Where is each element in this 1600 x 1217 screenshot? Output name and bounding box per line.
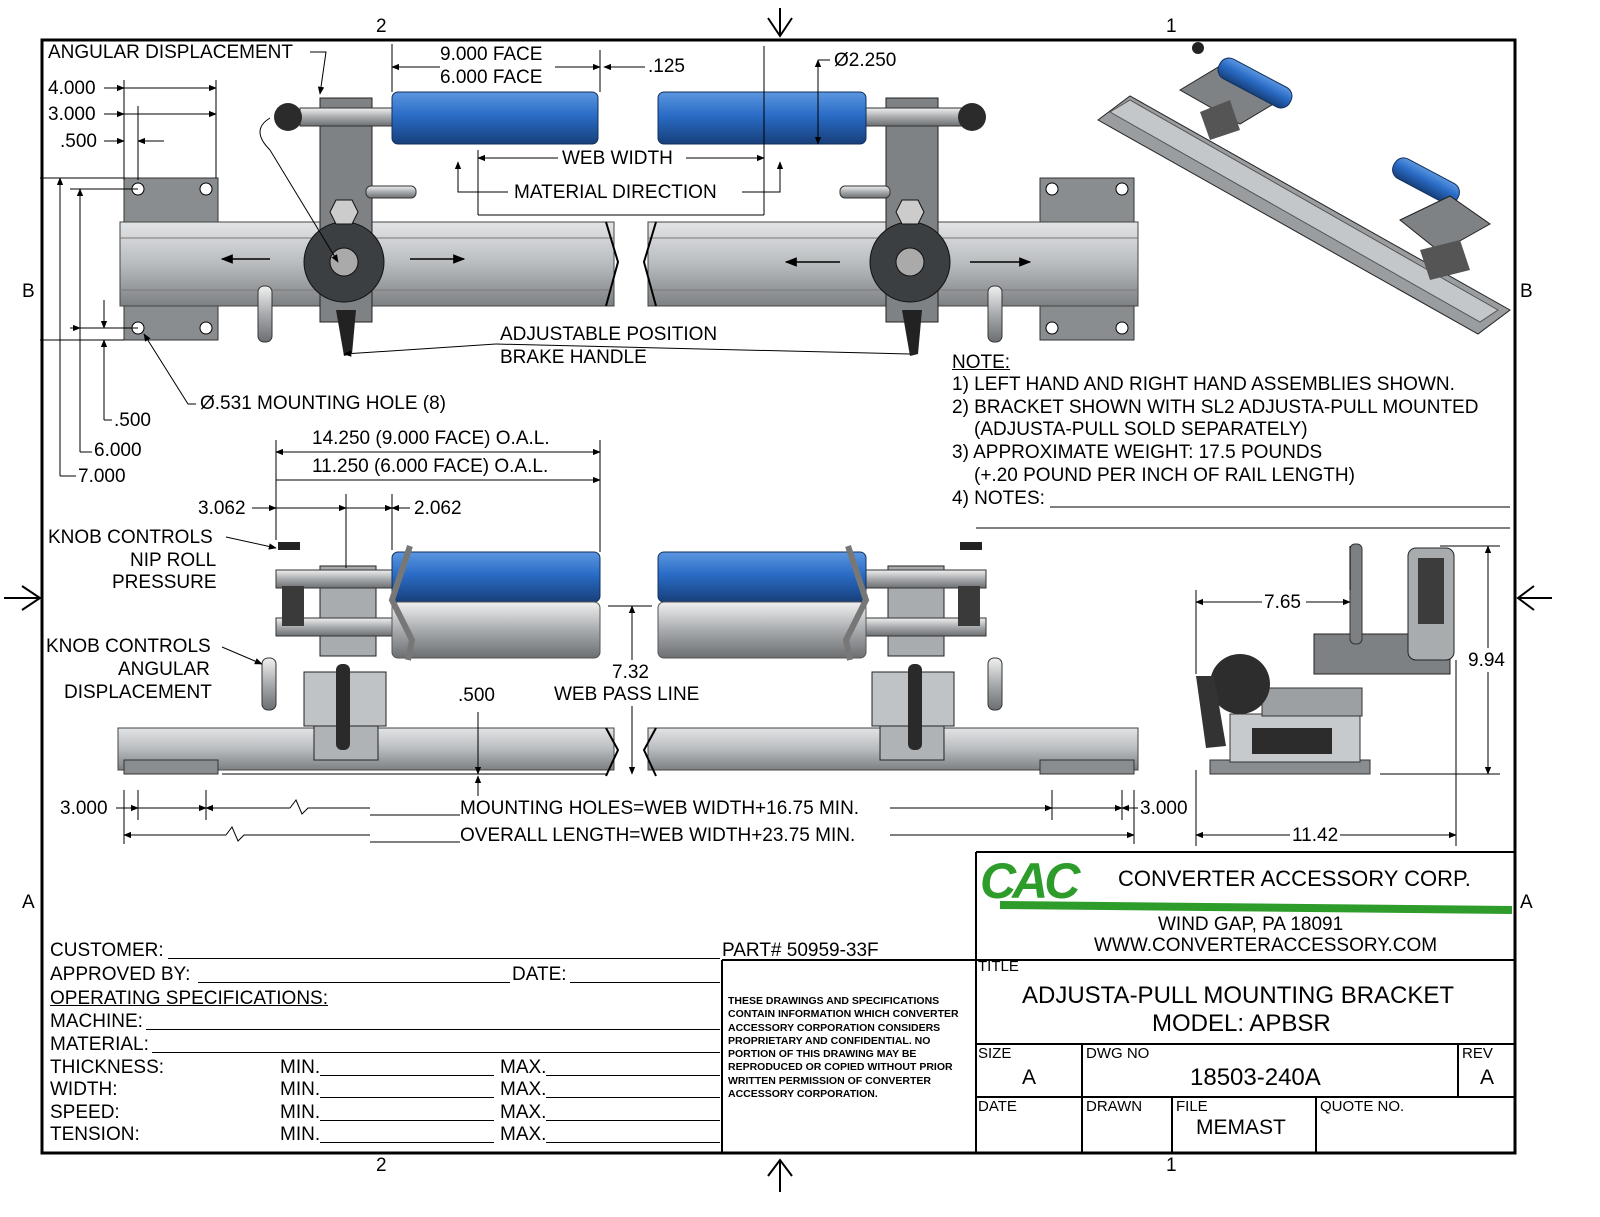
- dim-vertical-6000: 6.000: [94, 440, 142, 461]
- tension-label: TENSION:: [50, 1124, 140, 1145]
- title-block-grid: [721, 851, 1515, 1153]
- file-field-label: FILE: [1176, 1098, 1208, 1115]
- isometric-view: [1097, 42, 1511, 335]
- operating-specs-heading: OPERATING SPECIFICATIONS:: [50, 988, 328, 1009]
- drawing-title-line-2: MODEL: APBSR: [1152, 1010, 1331, 1037]
- dim-vertical-0500: .500: [114, 410, 151, 431]
- date-field-label: DATE: [978, 1098, 1017, 1115]
- speed-max: MAX.: [500, 1102, 547, 1123]
- drawn-field-label: DRAWN: [1086, 1098, 1143, 1115]
- note-3: 3) APPROXIMATE WEIGHT: 17.5 POUNDS: [952, 442, 1323, 463]
- notes-heading: NOTE:: [952, 352, 1011, 373]
- dwg-no-value: 18503-240A: [1190, 1064, 1321, 1091]
- dim-3000-left: 3.000: [60, 798, 108, 819]
- width-min: MIN.: [280, 1079, 321, 1100]
- knob-nip-label-3: PRESSURE: [112, 572, 217, 593]
- note-1: 1) LEFT HAND AND RIGHT HAND ASSEMBLIES S…: [952, 374, 1455, 395]
- zone-label-bottom-2: 2: [376, 1155, 387, 1176]
- oal-6000-label: 11.250 (6.000 FACE) O.A.L.: [312, 456, 549, 477]
- rev-value: A: [1480, 1066, 1495, 1089]
- dim-3000-right: 3.000: [1140, 798, 1188, 819]
- dim-765: 7.65: [1264, 592, 1301, 613]
- note-2b: (ADJUSTA-PULL SOLD SEPARATELY): [974, 419, 1308, 440]
- note-3b: (+.20 POUND PER INCH OF RAIL LENGTH): [974, 465, 1355, 486]
- knob-angular-label-2: ANGULAR: [118, 659, 210, 680]
- dim-1142: 11.42: [1292, 825, 1339, 846]
- material-direction-label: MATERIAL DIRECTION: [514, 182, 717, 203]
- size-field-label: SIZE: [978, 1045, 1012, 1062]
- mounting-hole-label: Ø.531 MOUNTING HOLE (8): [200, 393, 446, 414]
- dim-3000: 3.000: [48, 104, 96, 125]
- zone-label-bottom-1: 1: [1166, 1155, 1177, 1176]
- note-4: 4) NOTES:: [952, 488, 1045, 509]
- company-name: CONVERTER ACCESSORY CORP.: [1118, 866, 1471, 891]
- dim-0125: .125: [648, 56, 685, 77]
- dim-3062: 3.062: [198, 498, 246, 519]
- date-label: DATE:: [512, 964, 567, 985]
- zone-label-right-b: B: [1520, 281, 1533, 302]
- company-logo: CAC: [980, 853, 1080, 909]
- quote-no-field-label: QUOTE NO.: [1320, 1098, 1405, 1115]
- knob-angular-label-1: KNOB CONTROLS: [46, 636, 211, 657]
- company-website[interactable]: WWW.CONVERTERACCESSORY.COM: [1094, 935, 1438, 956]
- customer-label: CUSTOMER:: [50, 940, 164, 961]
- knob-nip-label-1: KNOB CONTROLS: [48, 527, 213, 548]
- thickness-max: MAX.: [500, 1057, 547, 1078]
- dim-0500: .500: [60, 131, 97, 152]
- knob-nip-label-2: NIP ROLL: [130, 550, 217, 571]
- rev-field-label: REV: [1462, 1045, 1493, 1062]
- proprietary-notice: THESE DRAWINGS AND SPECIFICATIONS CONTAI…: [728, 995, 959, 1101]
- face-9000-label: 9.000 FACE: [440, 44, 543, 65]
- dwg-no-field-label: DWG NO: [1086, 1045, 1150, 1062]
- width-label: WIDTH:: [50, 1079, 118, 1100]
- pass-line-label: WEB PASS LINE: [554, 684, 700, 705]
- dim-vertical-7000: 7.000: [78, 466, 126, 487]
- tension-max: MAX.: [500, 1124, 547, 1145]
- web-width-label: WEB WIDTH: [562, 148, 673, 169]
- dim-4000: 4.000: [48, 78, 96, 99]
- tension-min: MIN.: [280, 1124, 321, 1145]
- top-view: [40, 44, 1139, 477]
- company-address: WIND GAP, PA 18091: [1158, 914, 1344, 935]
- angular-displacement-label: ANGULAR DISPLACEMENT: [48, 42, 293, 63]
- dim-994: 9.94: [1468, 650, 1505, 671]
- oal-9000-label: 14.250 (9.000 FACE) O.A.L.: [312, 428, 550, 449]
- size-value: A: [1022, 1066, 1037, 1089]
- speed-label: SPEED:: [50, 1102, 120, 1123]
- brake-handle-label-1: ADJUSTABLE POSITION: [500, 324, 718, 345]
- mounting-holes-length: MOUNTING HOLES=WEB WIDTH+16.75 MIN.: [460, 798, 860, 819]
- zone-label-left-b: B: [22, 281, 35, 302]
- thickness-label: THICKNESS:: [50, 1057, 165, 1078]
- zone-label-top-1: 1: [1166, 16, 1177, 37]
- speed-min: MIN.: [280, 1102, 321, 1123]
- diameter-2250: Ø2.250: [834, 50, 897, 71]
- zone-label-right-a: A: [1520, 892, 1533, 913]
- note-2: 2) BRACKET SHOWN WITH SL2 ADJUSTA-PULL M…: [952, 397, 1479, 418]
- thickness-min: MIN.: [280, 1057, 321, 1078]
- dim-front-0500: .500: [458, 685, 495, 706]
- zone-label-top-2: 2: [376, 16, 387, 37]
- knob-angular-label-3: DISPLACEMENT: [64, 682, 212, 703]
- face-6000-label: 6.000 FACE: [440, 67, 543, 88]
- dim-2062: 2.062: [414, 498, 462, 519]
- file-value: MEMAST: [1196, 1116, 1286, 1139]
- pass-line-dim: 7.32: [612, 662, 649, 683]
- front-view: [116, 440, 1139, 844]
- machine-label: MACHINE:: [50, 1011, 143, 1032]
- part-number: PART# 50959-33F: [722, 940, 879, 961]
- drawing-title-line-1: ADJUSTA-PULL MOUNTING BRACKET: [1022, 982, 1455, 1009]
- brake-handle-label-2: BRAKE HANDLE: [500, 347, 647, 368]
- approved-by-label: APPROVED BY:: [50, 964, 191, 985]
- width-max: MAX.: [500, 1079, 547, 1100]
- side-view: [1195, 543, 1500, 846]
- sheet-border: [4, 8, 1552, 1192]
- material-label: MATERIAL:: [50, 1034, 149, 1055]
- title-field-label: TITLE: [978, 958, 1019, 975]
- zone-label-left-a: A: [22, 892, 35, 913]
- overall-length: OVERALL LENGTH=WEB WIDTH+23.75 MIN.: [460, 825, 856, 846]
